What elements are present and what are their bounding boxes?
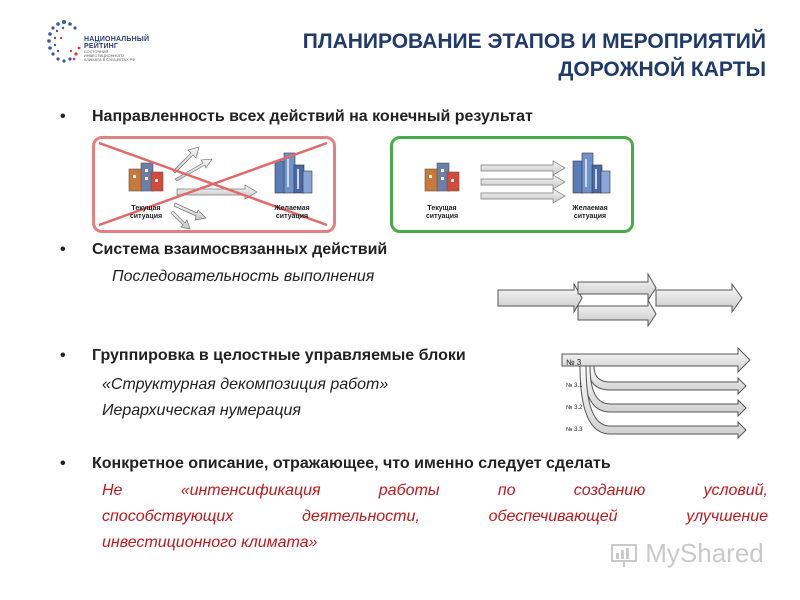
bullet-marker: • (60, 108, 66, 125)
sequence-arrows-diagram (497, 272, 743, 328)
label-line: Желаемая (572, 205, 608, 212)
desired-situation-icon (274, 152, 313, 194)
label-line: ситуация (573, 213, 607, 220)
hierarchy-arrows-diagram (561, 346, 751, 440)
watermark-text: MyShared (645, 538, 764, 568)
current-situation-label: Текущая ситуация (121, 205, 171, 221)
bullet-marker: • (60, 241, 66, 258)
wbs-subtitle: «Структурная декомпозиция работ» (102, 376, 389, 393)
desired-situation-label: Желаемая ситуация (267, 205, 317, 221)
aligned-arrows-diagram (424, 152, 611, 204)
scattered-arrows-diagram (98, 141, 328, 230)
logo-line3: СОСТОЯНИЯ (84, 50, 109, 54)
label-line: Текущая (427, 205, 457, 212)
logo-line2: РЕЙТИНГ (84, 43, 119, 50)
bullet-text: Система взаимосвязанных действий (92, 241, 388, 258)
note-line3: инвестиционного климата» (102, 534, 318, 551)
page-title-line1: ПЛАНИРОВАНИЕ ЭТАПОВ И МЕРОПРИЯТИЙ (302, 30, 766, 53)
desired-situation-label: Желаемая ситуация (565, 205, 615, 221)
hierarchy-subtitle: Иерархическая нумерация (102, 402, 301, 419)
scattered-actions-panel: Текущая ситуация Желаемая ситуация (92, 136, 336, 233)
note-line1: Не «интенсификация работы по созданию ус… (102, 482, 768, 499)
sequence-subtitle: Последовательность выполнения (112, 268, 375, 285)
bullet-marker: • (60, 455, 66, 472)
bullet-text: Направленность всех действий на конечный… (92, 108, 533, 125)
label-line: ситуация (275, 213, 309, 220)
bullet-marker: • (60, 347, 66, 364)
logo-line1: НАЦИОНАЛЬНЫЙ (84, 36, 150, 43)
logo-line5: КЛИМАТА В СУБЪЕКТАХ РФ (84, 58, 136, 63)
label-line: Текущая (131, 205, 161, 212)
bullet-text: Группировка в целостные управляемые блок… (92, 347, 466, 364)
label-line: Желаемая (274, 205, 310, 212)
desired-situation-icon (572, 152, 611, 194)
dots-logo-icon (47, 20, 81, 63)
number-label: № 3.3 (566, 427, 583, 433)
logo: НАЦИОНАЛЬНЫЙ РЕЙТИНГ СОСТОЯНИЯ ИНВЕСТИЦИ… (46, 18, 166, 78)
bullet-text: Конкретное описание, отражающее, что име… (92, 455, 611, 472)
label-line: ситуация (129, 213, 163, 220)
current-situation-icon (128, 162, 164, 192)
note-line2: способствующих деятельности, обеспечиваю… (102, 508, 768, 525)
number-label: № 3.1 (566, 383, 583, 389)
number-label: № 3.2 (566, 405, 583, 411)
page-title-line2: ДОРОЖНОЙ КАРТЫ (558, 58, 766, 81)
presentation-icon (611, 544, 637, 568)
current-situation-icon (424, 162, 460, 192)
aligned-actions-panel: Текущая ситуация Желаемая ситуация (390, 136, 634, 233)
label-line: ситуация (425, 213, 459, 220)
current-situation-label: Текущая ситуация (417, 205, 467, 221)
logo-line4: ИНВЕСТИЦИОННОГО (84, 54, 124, 59)
watermark: MyShared (610, 538, 764, 569)
number-label: № 3 (566, 358, 582, 367)
